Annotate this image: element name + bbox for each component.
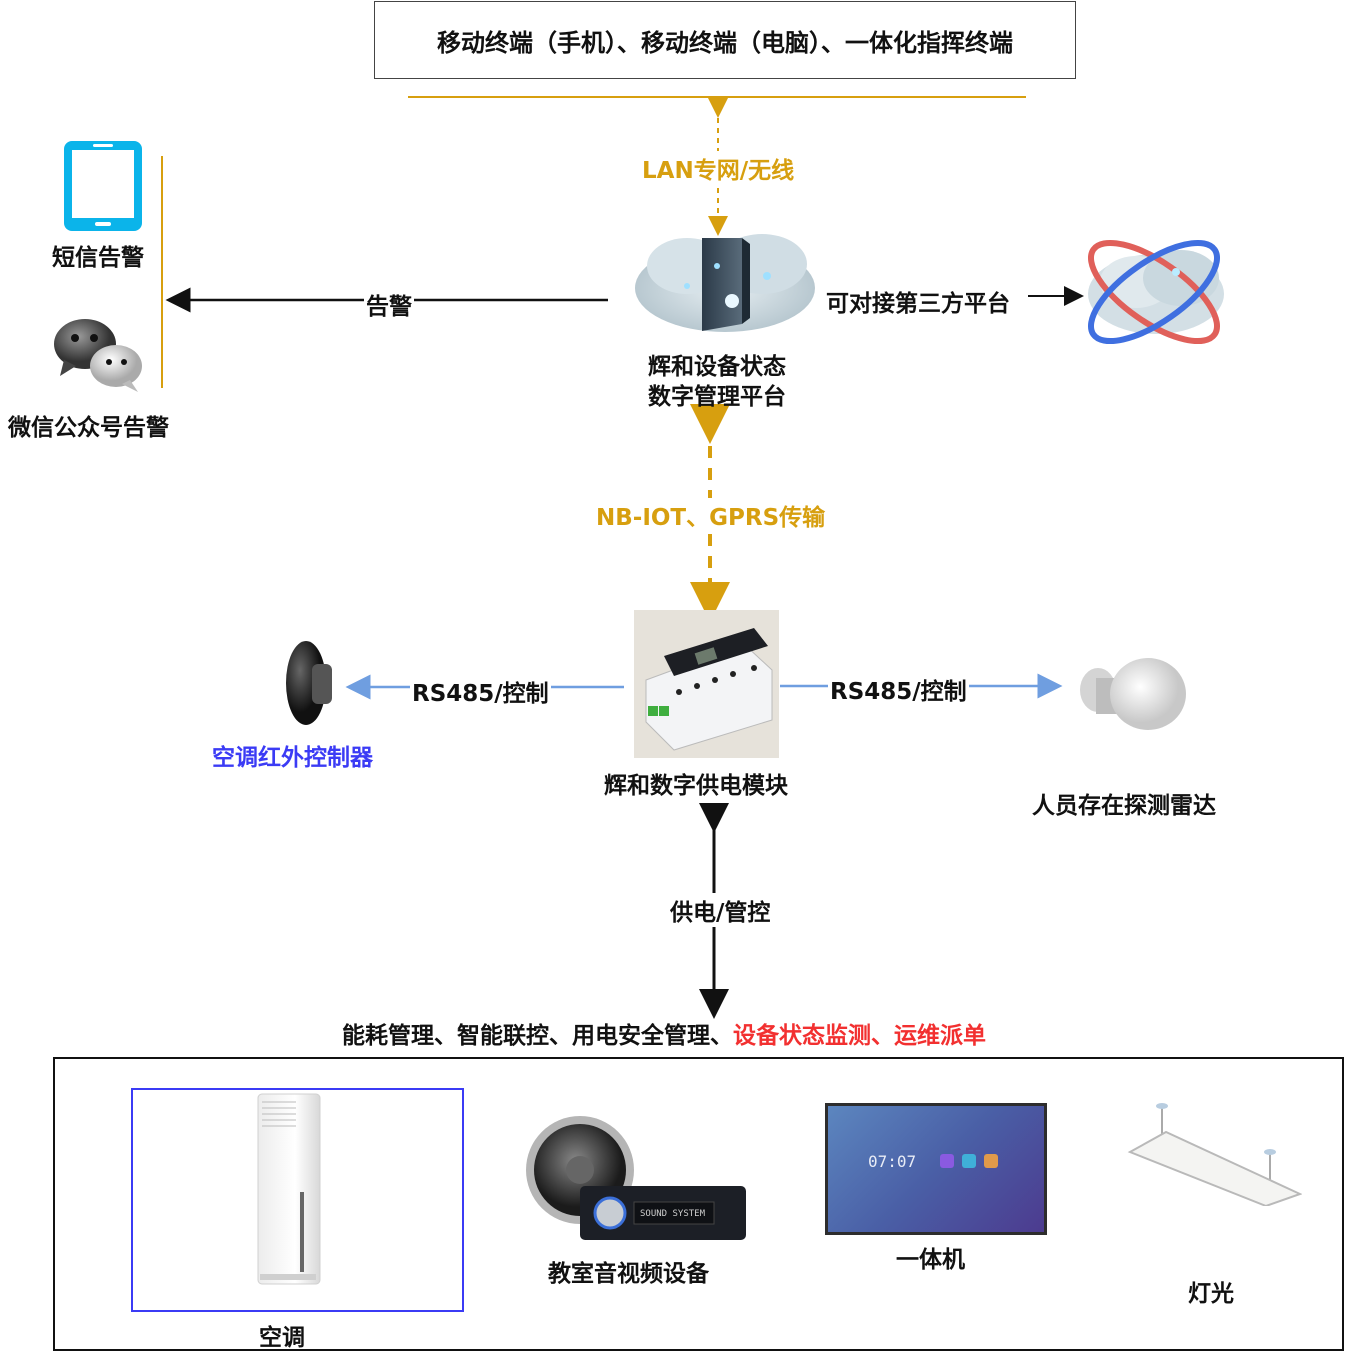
svg-text:SOUND SYSTEM: SOUND SYSTEM <box>640 1209 706 1219</box>
app-icon <box>940 1154 954 1168</box>
third-party-label: 可对接第三方平台 <box>824 284 1012 318</box>
app-icon <box>962 1154 976 1168</box>
functions-red: 设备状态监测、运维派单 <box>733 1023 986 1049</box>
air-conditioner-label: 空调 <box>259 1325 305 1351</box>
alarm-label: 告警 <box>364 287 414 321</box>
app-icon <box>984 1154 998 1168</box>
audio-video-label: 教室音视频设备 <box>548 1261 709 1287</box>
power-module-label: 辉和数字供电模块 <box>604 773 788 799</box>
terminals-box: 移动终端（手机）、移动终端（电脑）、一体化指挥终端 <box>374 1 1076 79</box>
air-conditioner-highlight <box>131 1088 464 1312</box>
smart-board-clock: 07:07 <box>868 1152 917 1171</box>
rs485-left-label: RS485/控制 <box>410 674 551 708</box>
light-label: 灯光 <box>1188 1281 1234 1307</box>
nbiot-label: NB-IOT、GPRS传输 <box>594 498 828 532</box>
power-label: 供电/管控 <box>668 893 773 927</box>
platform-label-line1: 辉和设备状态 <box>648 354 786 380</box>
radar-sensor-icon <box>1078 656 1188 732</box>
terminals-text: 移动终端（手机）、移动终端（电脑）、一体化指挥终端 <box>437 28 1013 57</box>
functions-black: 能耗管理、智能联控、用电安全管理、 <box>342 1023 733 1049</box>
smart-board-icon: 07:07 <box>825 1103 1047 1235</box>
air-conditioner-icon <box>256 1092 326 1288</box>
power-module-icon <box>634 610 779 758</box>
wechat-alert-label: 微信公众号告警 <box>8 415 169 441</box>
devices-box <box>53 1057 1344 1351</box>
cloud-server-icon <box>632 226 818 344</box>
rs485-right-label: RS485/控制 <box>828 672 969 706</box>
smart-board-screen: 07:07 <box>828 1106 1044 1232</box>
wechat-icon <box>52 318 144 394</box>
platform-label-line2: 数字管理平台 <box>648 384 786 410</box>
cloud-orbit-icon <box>1076 232 1232 350</box>
platform-label: 辉和设备状态 数字管理平台 <box>648 352 786 412</box>
radar-label: 人员存在探测雷达 <box>1032 793 1216 819</box>
lan-label: LAN专网/无线 <box>640 151 797 185</box>
functions-text: 能耗管理、智能联控、用电安全管理、设备状态监测、运维派单 <box>342 1016 986 1050</box>
ir-controller-icon <box>284 640 336 726</box>
ir-controller-label: 空调红外控制器 <box>212 745 373 771</box>
panel-light-icon <box>1126 1100 1303 1208</box>
speaker-stereo-icon: SOUND SYSTEM <box>524 1114 748 1242</box>
sms-alert-label: 短信告警 <box>52 245 144 271</box>
tablet-icon <box>63 140 143 232</box>
smart-board-label: 一体机 <box>896 1247 965 1273</box>
